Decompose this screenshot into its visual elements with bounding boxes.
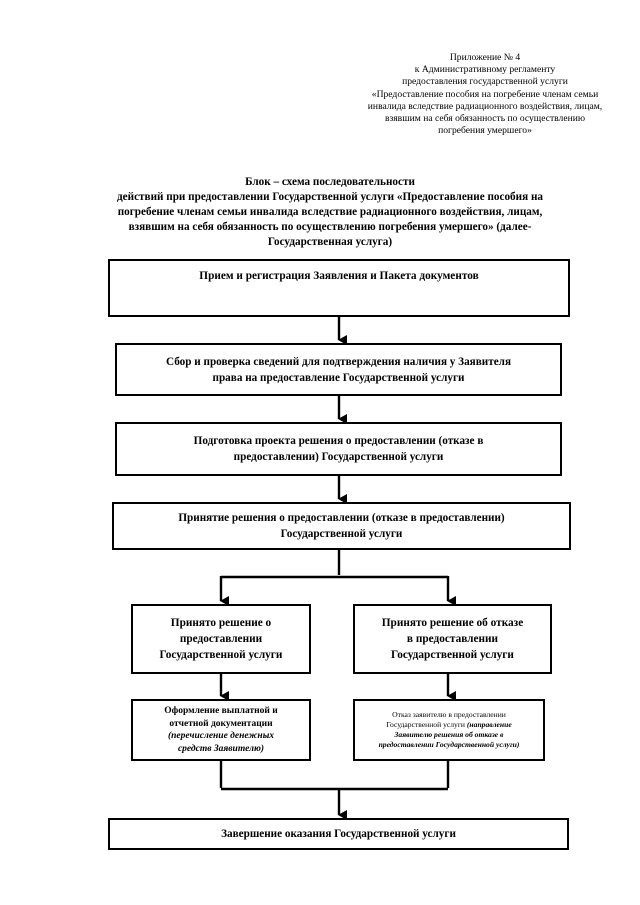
flowchart-title: Блок – схема последовательности действий… [60, 175, 600, 250]
step-decision-line: Государственной услуги [280, 528, 403, 540]
step-completion-text: Завершение оказания Государственной услу… [221, 828, 456, 840]
annex-line: взявшим на себя обязанность по осуществл… [384, 113, 586, 125]
step-collection: Сбор и проверка сведений для подтвержден… [115, 343, 562, 396]
step-refusal-notice-note: (направление [466, 719, 512, 729]
step-reception: Прием и регистрация Заявления и Пакета д… [108, 259, 570, 317]
step-refused: Принято решение об отказе в предоставлен… [353, 604, 552, 674]
step-draft: Подготовка проекта решения о предоставле… [115, 422, 562, 476]
step-payment-line: отчетной документации [169, 718, 273, 729]
annex-line: к Административному регламенту [414, 64, 556, 76]
step-completion: Завершение оказания Государственной услу… [108, 818, 569, 850]
step-payment: Оформление выплатной и отчетной документ… [131, 699, 311, 761]
annex-line: «Предоставление пособия на погребение чл… [371, 88, 599, 100]
step-draft-line: предоставлении) Государственной услуги [233, 451, 444, 463]
step-payment-line: Оформление выплатной и [164, 706, 278, 716]
annex-line: погребения умершего» [438, 125, 532, 137]
step-refused-line: Государственной услуги [391, 649, 514, 661]
step-reception-text: Прием и регистрация Заявления и Пакета д… [199, 270, 479, 282]
step-approved-line: предоставлении [179, 633, 263, 645]
step-refused-line: в предоставлении [406, 633, 499, 645]
step-approved: Принято решение о предоставлении Государ… [131, 604, 311, 674]
annex-line: Приложение № 4 [449, 52, 521, 63]
step-refusal-notice-line: Государственной услуги (направление [386, 720, 512, 730]
step-collection-line: права на предоставление Государственной … [212, 371, 465, 384]
step-refusal-notice-line: Отказ заявителю в предоставлении [392, 709, 506, 719]
step-refused-line: Принято решение об отказе [381, 617, 524, 629]
step-refusal-notice-note: Заявителю решения об отказе в [394, 730, 504, 739]
title-line: взявшим на себя обязанность по осуществл… [128, 221, 532, 233]
step-approved-line: Государственной услуги [159, 649, 283, 661]
step-decision-line: Принятие решения о предоставлении (отказ… [178, 512, 505, 524]
title-line: погребение членам семьи инвалида вследст… [117, 206, 543, 218]
step-refusal-notice-note: предоставлении Государственной услуги) [378, 740, 520, 750]
annex-line: предоставления государственной услуги [402, 76, 568, 88]
step-decision: Принятие решения о предоставлении (отказ… [112, 502, 571, 550]
title-line: Государственная услуга) [267, 236, 393, 248]
step-refusal-notice: Отказ заявителю в предоставлении Государ… [353, 699, 545, 761]
step-draft-line: Подготовка проекта решения о предоставле… [193, 435, 484, 447]
step-payment-note: средств Заявителю) [177, 743, 265, 754]
step-collection-line: Сбор и проверка сведений для подтвержден… [165, 355, 512, 368]
title-line: действий при предоставлении Государствен… [117, 191, 543, 203]
title-line: Блок – схема последовательности [245, 176, 415, 188]
annex-note: Приложение № 4 к Административному регла… [335, 52, 635, 137]
step-payment-note: (перечисление денежных [167, 731, 275, 741]
step-refusal-notice-text: Государственной услуги [386, 719, 465, 729]
step-approved-line: Принято решение о [170, 617, 272, 629]
annex-line: инвалида вследствие радиационного воздей… [367, 100, 603, 112]
